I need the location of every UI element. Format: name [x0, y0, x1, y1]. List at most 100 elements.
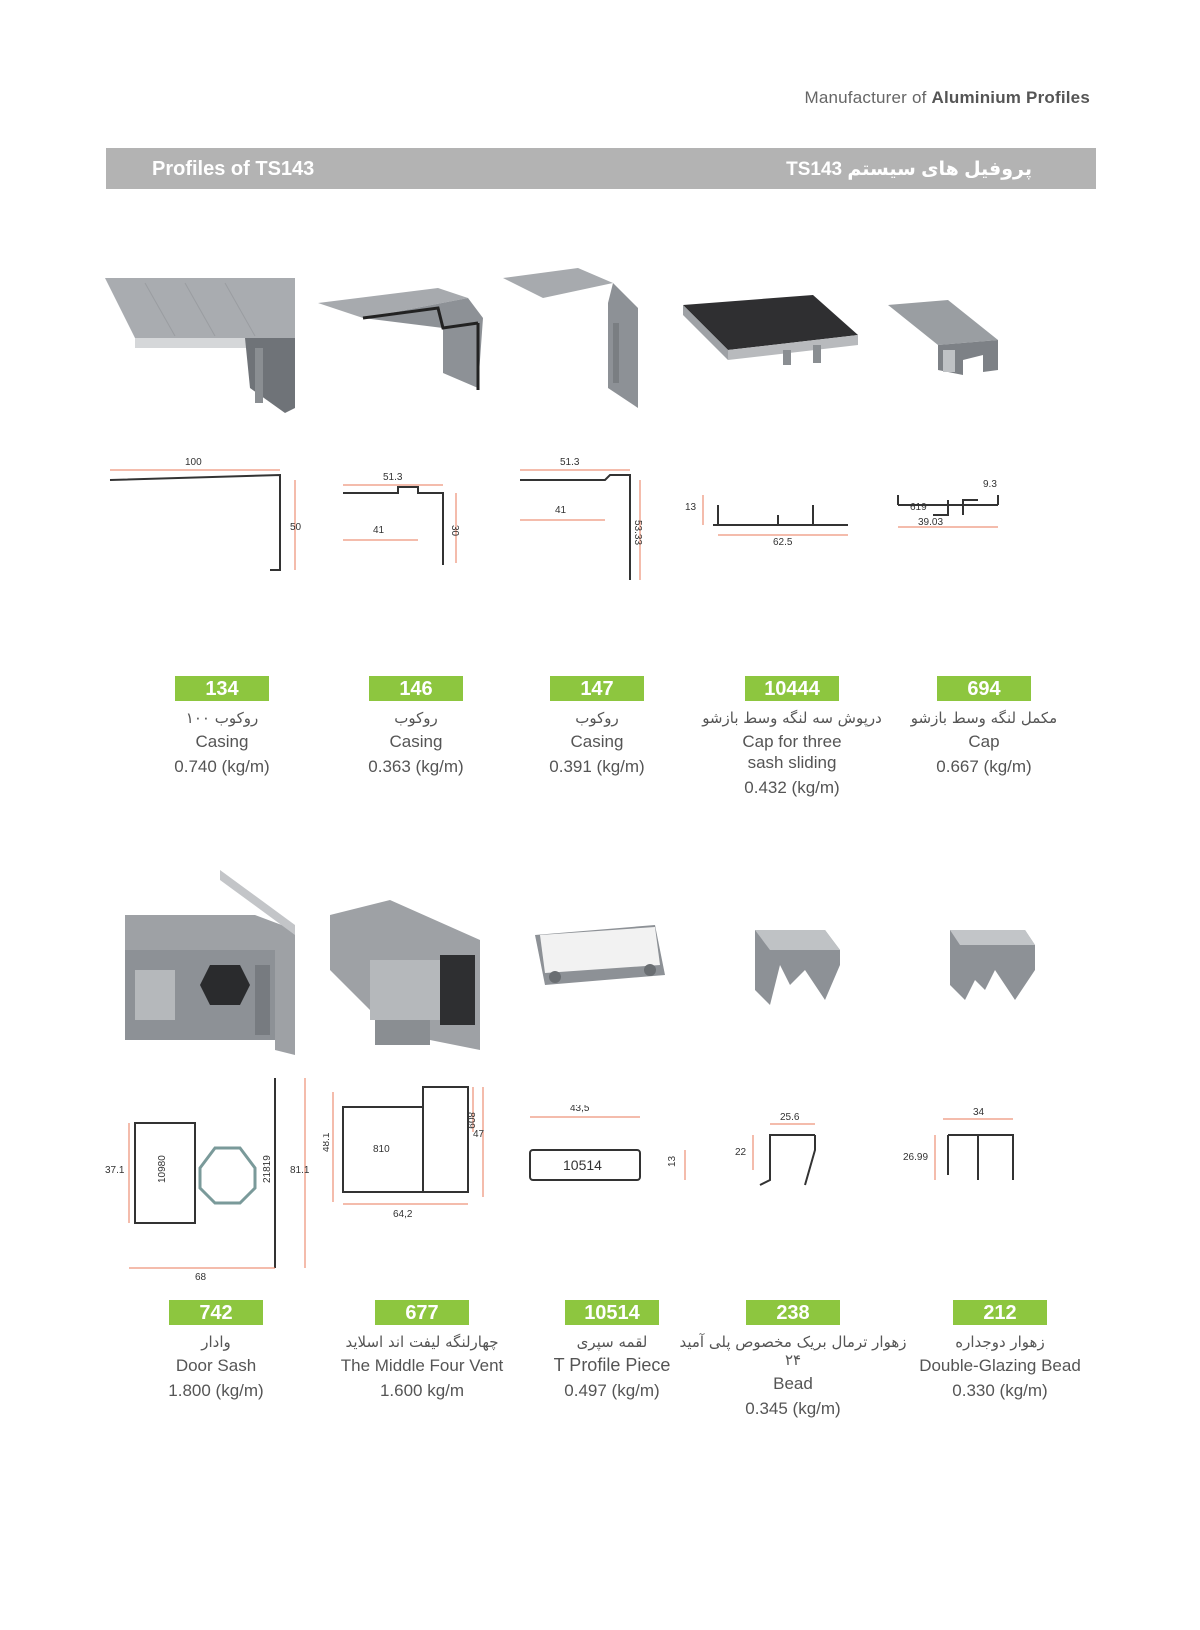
svg-text:34: 34	[973, 1107, 985, 1118]
product-card: 742 وادار Door Sash 1.800 (kg/m)	[116, 1300, 316, 1401]
svg-text:53.33: 53.33	[632, 520, 643, 545]
svg-text:619: 619	[910, 502, 927, 513]
svg-text:22: 22	[735, 1147, 747, 1158]
brand-tagline: Manufacturer of Aluminium Profiles	[804, 88, 1090, 108]
svg-text:51.3: 51.3	[383, 472, 403, 483]
svg-text:41: 41	[373, 525, 385, 536]
product-code: 10444	[745, 676, 839, 701]
product-name-fa: مکمل لنگه وسط بازشو	[910, 709, 1058, 727]
product-code: 10514	[565, 1300, 659, 1325]
product-name-en: Double-Glazing Bead	[919, 1356, 1081, 1375]
product-code: 677	[375, 1300, 469, 1325]
product-card: 238 زهوار ترمال بریک مخصوص پلی آمید ۲۴ B…	[678, 1300, 908, 1419]
profile-134-render	[105, 278, 295, 413]
product-card: 134 روکوب ۱۰۰ Casing 0.740 (kg/m)	[122, 676, 322, 777]
product-name-fa: زهوار ترمال بریک مخصوص پلی آمید ۲۴	[679, 1333, 907, 1369]
profile-212-render	[950, 930, 1035, 1000]
product-card: 10514 لقمه سپری T Profile Piece 0.497 (k…	[512, 1300, 712, 1401]
product-name-fa: روکوب	[394, 709, 438, 727]
product-weight: 0.391 (kg/m)	[549, 757, 645, 776]
product-code: 212	[953, 1300, 1047, 1325]
svg-text:9.3: 9.3	[983, 479, 997, 490]
product-weight: 1.600 kg/m	[379, 1381, 465, 1400]
product-name-fa: زهوار دوجداره	[955, 1333, 1045, 1351]
product-name-en: Cap	[968, 732, 1000, 751]
product-name-fa: روکوب	[575, 709, 619, 727]
svg-text:809: 809	[465, 1112, 476, 1129]
profile-146-render	[318, 288, 483, 390]
section-title-fa: پروفیل های سیستم TS143	[786, 159, 1032, 180]
product-name-fa: درپوش سه لنگه وسط بازشو	[702, 709, 882, 727]
svg-text:43,5: 43,5	[570, 1105, 590, 1114]
svg-text:810: 810	[373, 1144, 390, 1155]
product-card: 10444 درپوش سه لنگه وسط بازشو Cap for th…	[692, 676, 892, 798]
profile-147-render	[503, 268, 638, 408]
svg-text:10980: 10980	[157, 1155, 168, 1183]
svg-text:51.3: 51.3	[560, 457, 580, 468]
dim-134-height: 50	[290, 522, 302, 533]
profile-212-drawing: 34 26.99	[903, 1107, 1014, 1180]
profile-146-drawing: 51.3 41 30	[343, 472, 460, 565]
svg-text:39.03: 39.03	[918, 517, 943, 528]
section-title-band: Profiles of TS143 پروفیل های سیستم TS143	[106, 148, 1096, 189]
product-name-en: Casing	[195, 732, 249, 751]
profile-238-render	[755, 930, 840, 1005]
svg-text:26.99: 26.99	[903, 1152, 928, 1163]
svg-text:47: 47	[473, 1129, 485, 1140]
product-weight: 0.740 (kg/m)	[174, 757, 270, 776]
product-weight: 0.363 (kg/m)	[368, 757, 464, 776]
product-name-fa: وادار	[201, 1333, 231, 1351]
product-name-en: Bead	[773, 1374, 813, 1393]
product-card: 212 زهوار دوجداره Double-Glazing Bead 0.…	[890, 1300, 1110, 1401]
product-code: 146	[369, 676, 463, 701]
product-weight: 0.667 (kg/m)	[936, 757, 1032, 776]
svg-text:68: 68	[195, 1272, 207, 1283]
brand-bold: Aluminium Profiles	[931, 88, 1090, 107]
svg-text:25.6: 25.6	[780, 1112, 800, 1123]
profile-694-render	[888, 300, 998, 375]
product-weight: 0.497 (kg/m)	[564, 1381, 660, 1400]
profile-147-drawing: 51.3 41 53.33	[520, 457, 643, 580]
product-name-en: T Profile Piece	[553, 1355, 671, 1375]
brand-prefix: Manufacturer of	[804, 88, 927, 107]
product-name-en: Casing	[389, 732, 443, 751]
product-weight: 0.345 (kg/m)	[745, 1399, 841, 1418]
svg-text:81.1: 81.1	[290, 1165, 310, 1176]
product-weight: 0.330 (kg/m)	[952, 1381, 1048, 1400]
svg-text:13: 13	[685, 502, 697, 513]
svg-text:10514: 10514	[563, 1157, 602, 1173]
svg-text:21819: 21819	[262, 1155, 273, 1183]
product-code: 134	[175, 676, 269, 701]
svg-text:62.5: 62.5	[773, 537, 793, 548]
profile-238-drawing: 25.6 22	[735, 1112, 816, 1186]
product-name-fa: لقمه سپری	[576, 1333, 648, 1351]
svg-text:48.1: 48.1	[323, 1132, 332, 1152]
profile-10444-drawing: 13 62.5	[685, 495, 848, 548]
svg-text:30: 30	[449, 525, 460, 537]
profile-742-render	[125, 870, 295, 1055]
product-code: 147	[550, 676, 644, 701]
product-weight: 0.432 (kg/m)	[744, 778, 840, 797]
profile-742-drawing: 37.1 10980 21819 81.1 68	[105, 1078, 310, 1283]
svg-text:37.1: 37.1	[105, 1165, 125, 1176]
product-card: 677 چهارلنگه لیفت اند اسلاید The Middle …	[322, 1300, 522, 1401]
product-name-fa: روکوب ۱۰۰	[185, 709, 259, 727]
product-name-en: Door Sash	[175, 1356, 257, 1375]
profile-677-drawing: 48.1 810 809 47 64,2	[323, 1086, 485, 1220]
profile-10444-render	[683, 295, 858, 365]
section-title-en: Profiles of TS143	[152, 158, 315, 180]
product-code: 694	[937, 676, 1031, 701]
product-code: 742	[169, 1300, 263, 1325]
dim-134-width: 100	[185, 457, 202, 468]
profile-694-drawing: 9.3 619 39.03	[897, 479, 999, 528]
product-weight: 1.800 (kg/m)	[168, 1381, 264, 1400]
svg-text:13: 13	[667, 1155, 678, 1167]
profile-677-render	[330, 900, 480, 1050]
profile-134-drawing: 100 50	[109, 457, 302, 571]
product-name-en: Cap for three sash sliding	[742, 732, 842, 772]
product-name-fa: چهارلنگه لیفت اند اسلاید	[345, 1333, 499, 1351]
svg-text:64,2: 64,2	[393, 1209, 413, 1220]
profile-10514-render	[535, 925, 665, 985]
product-name-en: Casing	[570, 732, 624, 751]
svg-text:41: 41	[555, 505, 567, 516]
